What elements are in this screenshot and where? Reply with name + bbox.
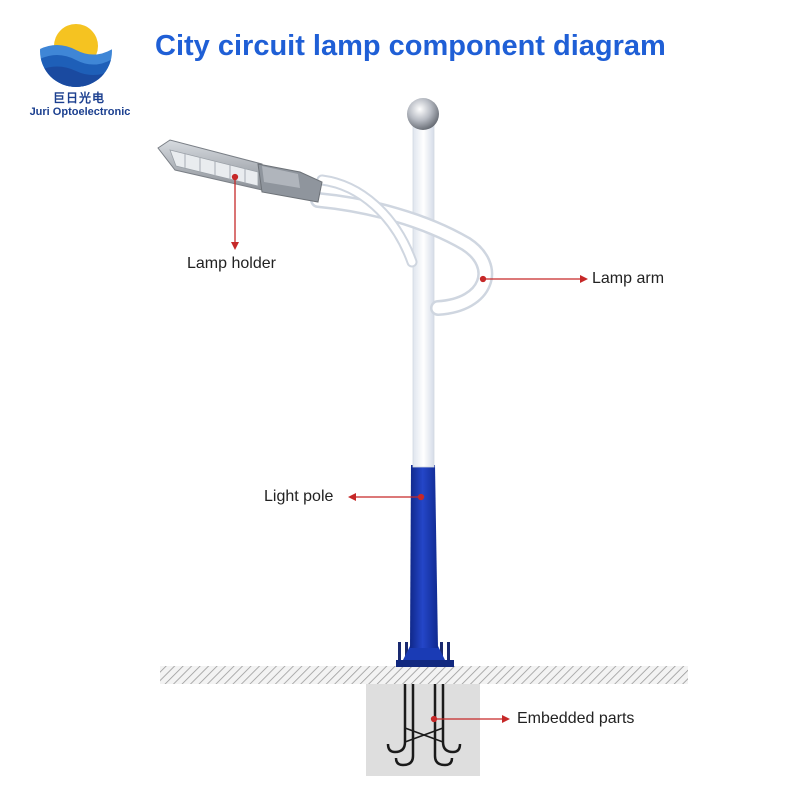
page-title: City circuit lamp component diagram (155, 30, 666, 62)
label-lamp-holder: Lamp holder (187, 255, 276, 272)
brand-name-cn: 巨日光电 (52, 91, 105, 105)
light-pole-lower (410, 465, 438, 648)
brand-logo (40, 15, 112, 87)
label-light-pole: Light pole (264, 488, 334, 505)
callout-arrow-lamp-arm (580, 275, 588, 283)
label-embedded-parts: Embedded parts (517, 710, 635, 727)
callout-lines (231, 173, 588, 723)
lamp-holder-head (157, 139, 323, 203)
callout-arrow-lamp-holder (231, 242, 239, 250)
foundation-pit (366, 684, 480, 776)
callout-arrow-embedded-parts (502, 715, 510, 723)
label-lamp-arm: Lamp arm (592, 270, 665, 287)
light-pole-upper (412, 119, 435, 468)
callout-arrow-light-pole (348, 493, 356, 501)
embedded-parts-bolts (386, 684, 462, 767)
lamp-arm (310, 174, 494, 316)
ground-surface (160, 666, 688, 684)
pole-cap-ball (407, 98, 439, 130)
brand-name-en: Juri Optoelectronic (29, 106, 131, 118)
pole-base-flange (396, 642, 454, 667)
